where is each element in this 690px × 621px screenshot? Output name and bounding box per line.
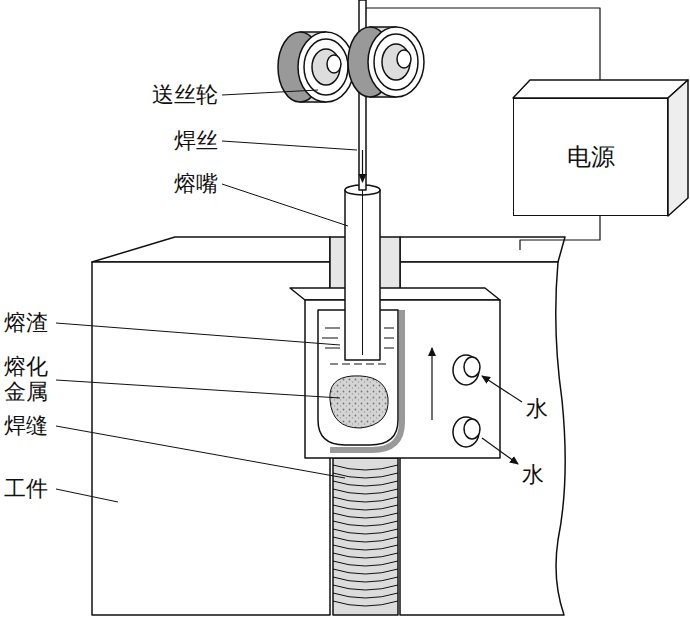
nozzle [345,190,380,360]
part-label: 水 [522,462,544,487]
part-label: 熔嘴 [174,171,218,196]
part-label: 焊缝 [4,413,48,438]
part-label: 焊丝 [174,128,218,153]
water-pipes [453,355,480,447]
power-box-side [668,80,688,216]
part-label: 送丝轮 [152,82,218,107]
feed-arrow [362,150,363,182]
workpiece-top [400,237,565,262]
wire-in-nozzle [362,190,363,355]
weld-bead [333,458,398,615]
power-cable [520,216,600,250]
workpiece-top [92,237,330,262]
leader-lines [56,90,357,502]
shoe-top [290,288,500,300]
travel-arrow [431,348,432,420]
power-box-top [513,80,688,98]
water-in-arrow [482,376,522,402]
power-source-box: 电源 [513,98,668,216]
part-label: 水 [526,396,548,421]
part-label: 熔渣 [4,310,48,335]
part-label: 熔化 金属 [4,354,54,405]
cooling-shoe [305,300,500,458]
part-label: 工件 [4,476,48,501]
power-cable [366,8,600,80]
water-out-arrow [482,438,518,464]
node-text: 电源 [567,141,615,173]
molten-metal [330,376,388,428]
weld-ripples [333,465,398,606]
